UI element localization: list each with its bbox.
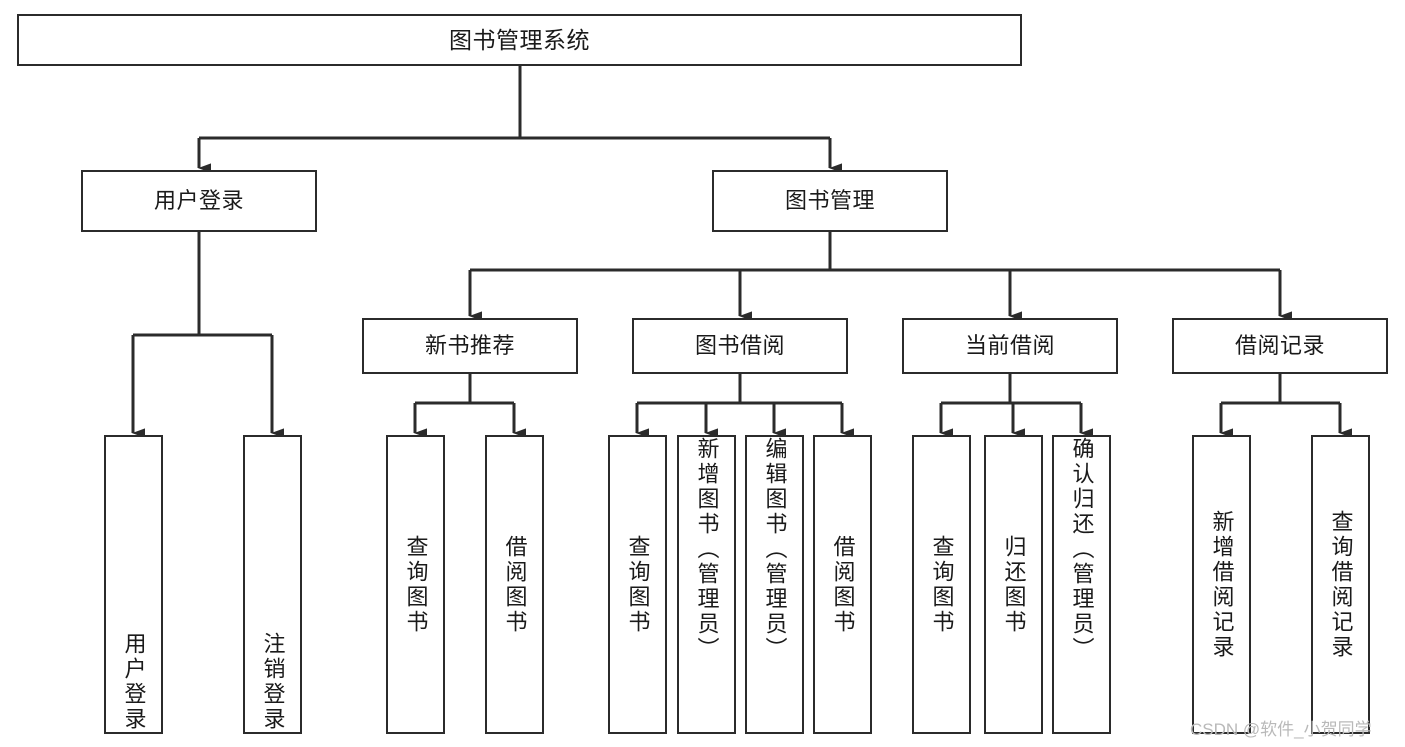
node-leaf-query-record-label: 查询借阅记录: [1328, 509, 1354, 660]
new-book-rec-to-leaves-connectors: [413, 374, 526, 438]
node-leaf-edit-book[interactable]: 编辑图书（管理员）: [745, 435, 804, 734]
node-leaf-confirm-return-label: 确认归还（管理员）: [1069, 437, 1095, 662]
root-to-level2-connectors: [197, 66, 842, 173]
node-book-borrow-label: 图书借阅: [694, 333, 785, 359]
node-leaf-borrow-book-2-label: 借阅图书: [830, 534, 856, 635]
node-borrow-record[interactable]: 借阅记录: [1172, 318, 1388, 374]
node-leaf-query-book-2-label: 查询图书: [625, 534, 651, 635]
node-leaf-query-book-1-label: 查询图书: [403, 534, 429, 635]
node-leaf-borrow-book-1-label: 借阅图书: [502, 534, 528, 635]
current-borrow-to-leaves-connectors: [939, 374, 1093, 438]
book-manage-to-level3-connectors: [468, 232, 1292, 321]
node-leaf-user-login[interactable]: 用户登录: [104, 435, 163, 734]
node-borrow-record-label: 借阅记录: [1234, 333, 1325, 359]
node-leaf-confirm-return[interactable]: 确认归还（管理员）: [1052, 435, 1111, 734]
node-root[interactable]: 图书管理系统: [17, 14, 1022, 66]
borrow-record-to-leaves-connectors: [1219, 374, 1352, 438]
node-leaf-borrow-book-1[interactable]: 借阅图书: [485, 435, 544, 734]
node-book-manage-label: 图书管理: [784, 188, 875, 214]
node-leaf-logout[interactable]: 注销登录: [243, 435, 302, 734]
node-new-book-rec-label: 新书推荐: [424, 333, 515, 359]
watermark-text: CSDN @软件_小贺同学: [1190, 720, 1372, 739]
node-book-borrow[interactable]: 图书借阅: [632, 318, 848, 374]
node-book-manage[interactable]: 图书管理: [712, 170, 948, 232]
node-root-label: 图书管理系统: [449, 26, 590, 53]
node-leaf-user-login-label: 用户登录: [121, 632, 147, 732]
node-leaf-logout-label: 注销登录: [260, 632, 286, 732]
node-leaf-add-book[interactable]: 新增图书（管理员）: [677, 435, 736, 734]
user-login-to-leaves-connectors: [131, 232, 284, 438]
node-leaf-return-book[interactable]: 归还图书: [984, 435, 1043, 734]
node-leaf-query-book-1[interactable]: 查询图书: [386, 435, 445, 734]
node-leaf-add-record[interactable]: 新增借阅记录: [1192, 435, 1251, 734]
node-leaf-edit-book-label: 编辑图书（管理员）: [762, 437, 788, 662]
node-leaf-query-book-3-label: 查询图书: [929, 534, 955, 635]
node-user-login-label: 用户登录: [153, 188, 244, 214]
node-current-borrow[interactable]: 当前借阅: [902, 318, 1118, 374]
node-leaf-return-book-label: 归还图书: [1001, 534, 1027, 635]
node-leaf-add-record-label: 新增借阅记录: [1209, 509, 1235, 660]
node-leaf-add-book-label: 新增图书（管理员）: [694, 437, 720, 662]
node-leaf-query-book-2[interactable]: 查询图书: [608, 435, 667, 734]
book-borrow-to-leaves-connectors: [635, 374, 854, 438]
node-leaf-query-record[interactable]: 查询借阅记录: [1311, 435, 1370, 734]
node-new-book-rec[interactable]: 新书推荐: [362, 318, 578, 374]
node-current-borrow-label: 当前借阅: [964, 333, 1055, 359]
node-leaf-query-book-3[interactable]: 查询图书: [912, 435, 971, 734]
node-user-login[interactable]: 用户登录: [81, 170, 317, 232]
node-leaf-borrow-book-2[interactable]: 借阅图书: [813, 435, 872, 734]
